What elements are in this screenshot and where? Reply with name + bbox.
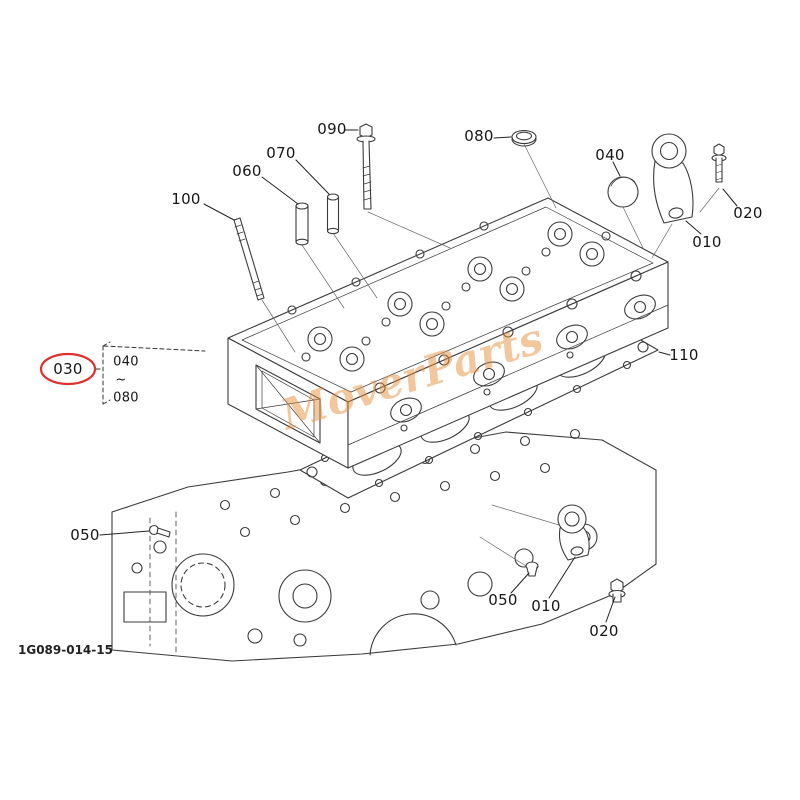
part-bolt-090: [356, 123, 376, 210]
part-plug-020-bottom: [608, 578, 626, 603]
group-bracket-030: [95, 341, 206, 405]
callout-080-top: 080: [464, 127, 494, 145]
callout-range-tilde: ~: [115, 372, 127, 388]
part-cap-060: [295, 202, 309, 246]
part-stud-100: [233, 217, 265, 301]
callout-010-bottom: 010: [531, 597, 561, 615]
callout-050-left: 050: [70, 526, 100, 544]
callout-range-040: 040: [113, 354, 139, 370]
part-plug-040: [607, 176, 639, 208]
assembly-axis-lines: [261, 143, 720, 567]
highlight-ellipse-030: [39, 352, 97, 386]
cylinder-head-drawing: [227, 197, 669, 469]
callout-110: 110: [669, 346, 699, 364]
callout-090: 090: [317, 120, 347, 138]
callout-070: 070: [266, 144, 296, 162]
callout-040-top: 040: [595, 146, 625, 164]
callout-020-bottom: 020: [589, 622, 619, 640]
callout-range-080: 080: [113, 390, 139, 406]
part-plug-050-bottom: [525, 561, 539, 577]
callout-050-bottom: 050: [488, 591, 518, 609]
part-lifting-eye-010-top: [651, 133, 694, 224]
part-screw-050-left: [148, 524, 171, 538]
callout-020-top: 020: [733, 204, 763, 222]
leader-lines: [99, 129, 738, 623]
part-cap-070: [326, 193, 340, 235]
part-lifting-eye-010-bottom: [557, 504, 590, 561]
callout-010-top: 010: [692, 233, 722, 251]
callout-100: 100: [171, 190, 201, 208]
part-cap-080: [511, 129, 537, 147]
callout-060: 060: [232, 162, 262, 180]
figure-code: 1G089-014-15: [18, 643, 113, 657]
callout-030: 030: [53, 360, 83, 378]
part-screw-020-top: [711, 143, 727, 183]
